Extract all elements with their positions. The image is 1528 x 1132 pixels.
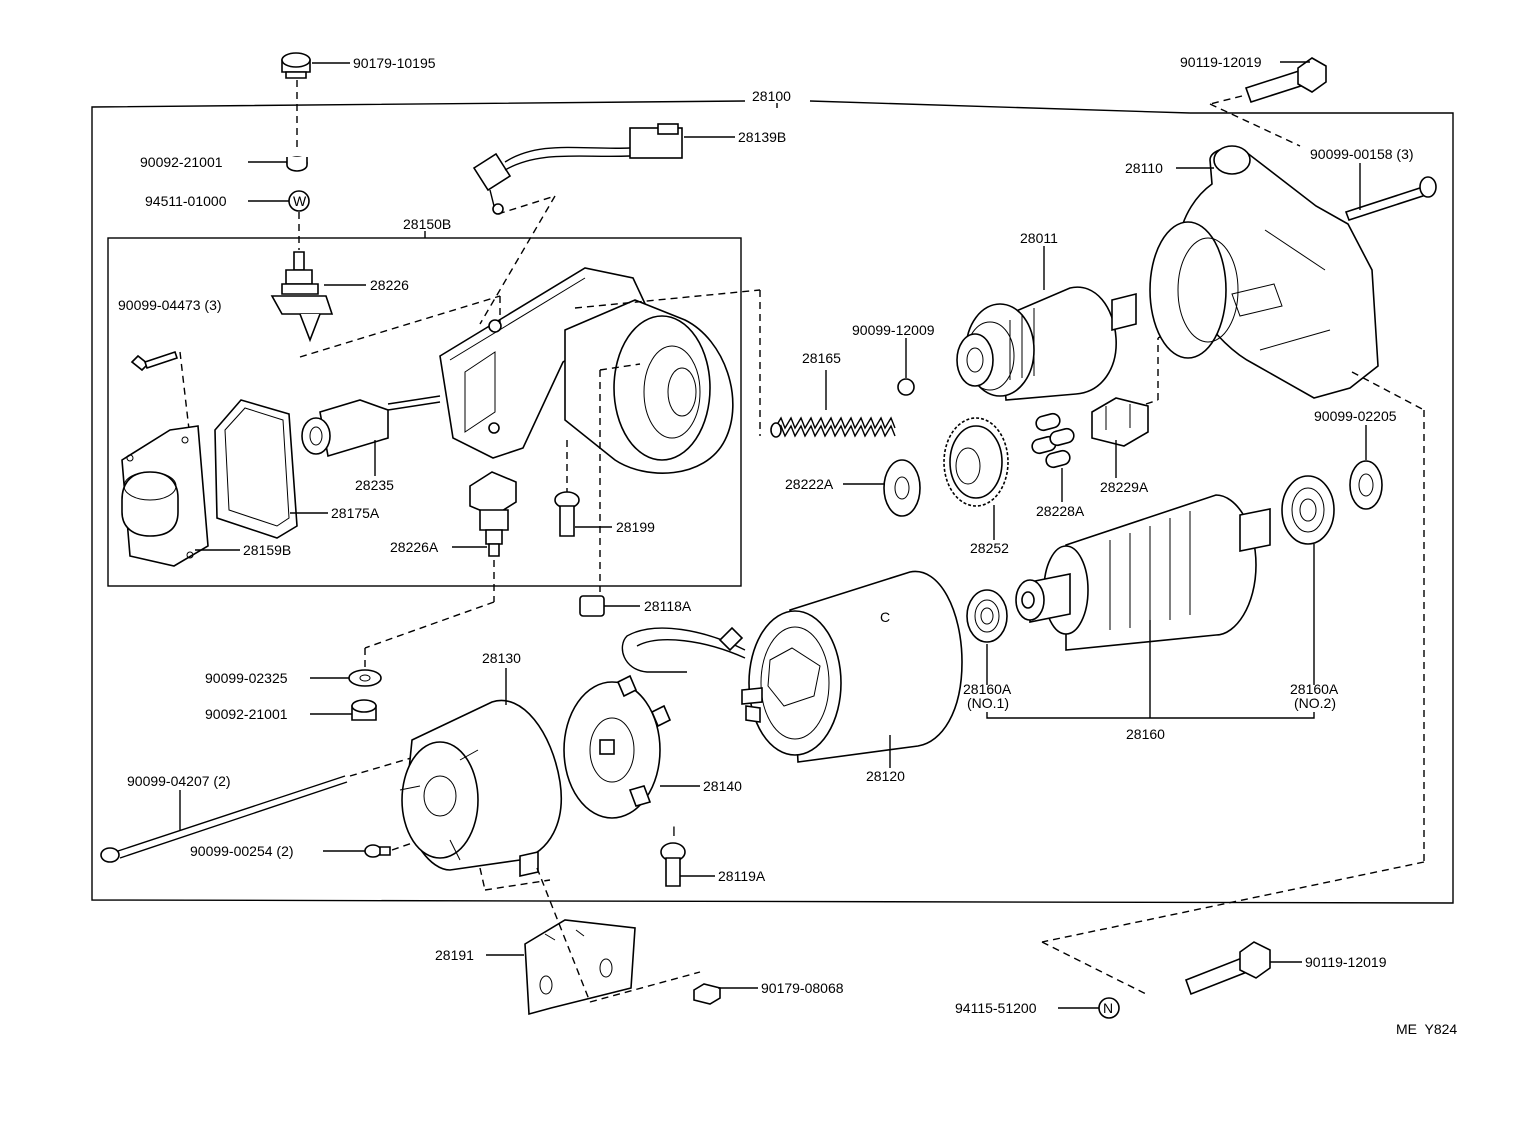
nut-n-94115-51200: N [1098,997,1120,1019]
svg-text:W: W [293,193,307,209]
label-28229a: 28229A [1100,479,1149,495]
label-28160a-no2-sub: (NO.2) [1294,695,1336,711]
plunger-28235 [301,395,441,458]
label-90092-21001-bottom: 90092-21001 [205,706,288,722]
label-28222a: 28222A [785,476,834,492]
label-28226: 28226 [370,277,409,293]
label-28160a-no1-sub: (NO.1) [967,695,1009,711]
brush-holder-28140 [563,674,672,819]
svg-text:N: N [1103,1000,1113,1016]
label-28226a: 28226A [390,539,439,555]
bolt-90119-12019-bottom [1184,941,1271,996]
washer-w-94511-01000: W [288,190,310,212]
screw-28119a [660,842,686,887]
bolt-90119-12019-top [1244,57,1327,103]
nut-90179-10195 [281,52,311,79]
label-28119a: 28119A [718,868,766,884]
screw-28199 [554,491,580,537]
lead-wire-28139b [472,123,683,215]
label-94115-51200: 94115-51200 [955,1000,1037,1016]
housing-28110 [1149,145,1379,399]
clutch-28011 [956,286,1137,401]
label-90179-08068: 90179-08068 [761,980,844,996]
armature-28160 [1015,494,1271,651]
label-28120: 28120 [866,768,905,784]
cover-28159b [121,425,209,567]
label-28011: 28011 [1020,230,1058,246]
label-28228a: 28228A [1036,503,1085,519]
label-28159b: 28159B [243,542,291,558]
label-28130: 28130 [482,650,521,666]
diagram-footer-code: ME Y824 [1396,1021,1457,1037]
washer-90099-02205 [1349,460,1383,510]
screw-90099-04473 [130,350,179,372]
label-90099-12009: 90099-12009 [852,322,935,338]
bearing-28160a-no1 [966,589,1008,643]
label-90099-02205: 90099-02205 [1314,408,1397,424]
bracket-28191 [524,919,636,1016]
bolt-90099-00158 [1344,176,1437,221]
label-28160a-no1: 28160A [963,681,1012,697]
label-28252: 28252 [970,540,1009,556]
retainer-28229a [1091,397,1149,447]
label-28235: 28235 [355,477,394,493]
ball-90099-12009 [897,378,915,396]
end-frame-28130 [399,699,562,877]
yoke-c-mark: C [880,609,890,625]
label-28118a: 28118A [644,598,692,614]
label-90099-04207: 90099-04207 (2) [127,773,231,789]
assembly-frame [91,100,1454,904]
assembly-label: 28100 [752,88,791,104]
rollers-28228a [1031,412,1075,469]
solenoid-housing [439,267,649,459]
nut-90179-08068 [693,983,721,1005]
label-94511-01000: 94511-01000 [145,193,227,209]
label-90099-00158: 90099-00158 (3) [1310,146,1414,162]
assembly-frame-top-right [809,100,1191,114]
label-28160a-no2: 28160A [1290,681,1339,697]
label-28160: 28160 [1126,726,1165,742]
drive-housing [564,299,734,474]
washer-90092-21001-top [286,156,308,172]
clip-28118a [579,595,605,617]
terminal-28226a [469,471,517,557]
label-28199: 28199 [616,519,655,535]
bearing-28160a-no2 [1281,475,1335,545]
label-28165: 28165 [802,350,841,366]
label-28191: 28191 [435,947,474,963]
label-28139b: 28139B [738,129,786,145]
washer-90099-02325 [348,669,382,687]
label-90099-04473: 90099-04473 (3) [118,297,222,313]
label-28140: 28140 [703,778,742,794]
label-90092-21001-top: 90092-21001 [140,154,223,170]
label-28175a: 28175A [331,505,380,521]
label-90119-12019-top: 90119-12019 [1180,54,1262,70]
tick-mark-28119a: I [672,823,676,839]
spring-28165 [770,416,896,438]
yoke-28120 [621,570,963,763]
gasket-28175a [214,399,298,539]
label-90099-00254: 90099-00254 (2) [190,843,294,859]
screw-90099-00254 [364,844,391,858]
terminal-bolt-28226 [270,251,334,343]
through-bolt-90099-04207 [100,775,348,863]
label-28110: 28110 [1125,160,1163,176]
label-90119-12019-bottom: 90119-12019 [1305,954,1387,970]
gear-28252 [943,417,1009,507]
nut-90092-21001-bottom [351,699,377,721]
sub-assembly-label: 28150B [403,216,451,232]
washer-28222a [883,459,921,517]
label-90099-02325: 90099-02325 [205,670,288,686]
label-90179-10195: 90179-10195 [353,55,436,71]
